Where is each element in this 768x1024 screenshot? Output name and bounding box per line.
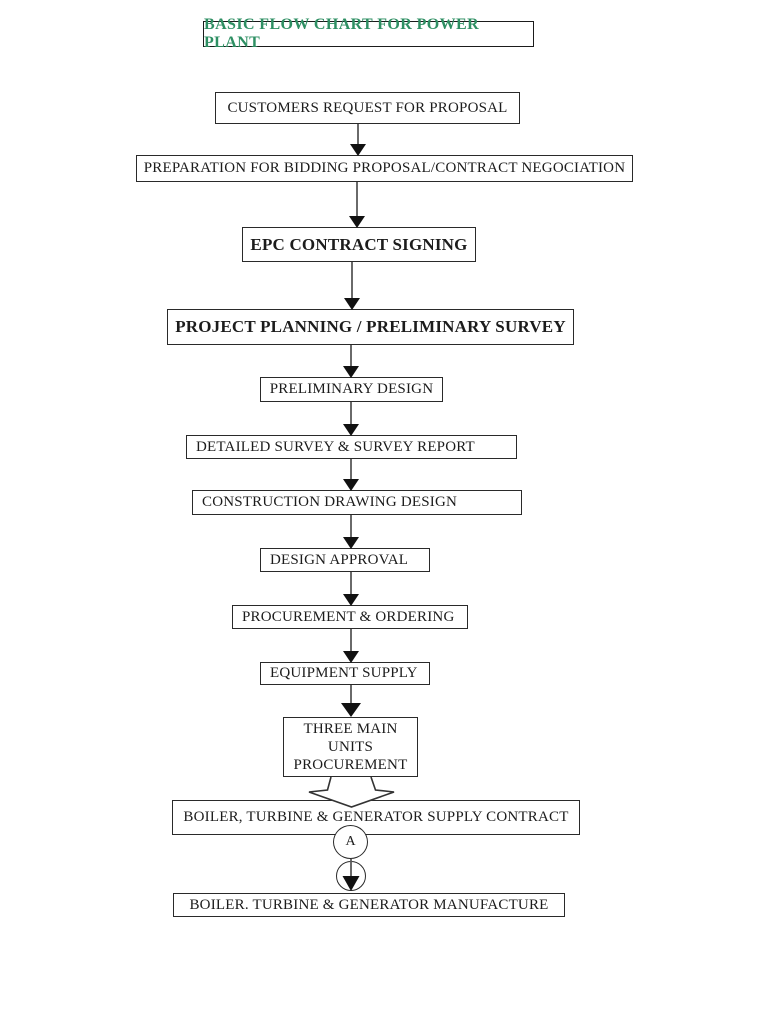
flow-step-design-approval: DESIGN APPROVAL xyxy=(260,548,430,572)
arrow-procurement-to-equipment xyxy=(343,629,359,663)
arrow-construction-to-design-approval xyxy=(343,515,359,549)
three-main-units-line-1: THREE MAIN xyxy=(303,721,398,737)
arrow-design-approval-to-procurement xyxy=(343,572,359,606)
arrow-project-to-preliminary-design xyxy=(343,345,359,378)
flow-step-epc-contract-signing: EPC CONTRACT SIGNING xyxy=(242,227,476,262)
flow-step-preparation-bidding: PREPARATION FOR BIDDING PROPOSAL/CONTRAC… xyxy=(136,155,633,182)
arrow-preparation-to-epc xyxy=(349,182,365,228)
flow-step-three-main-units: THREE MAIN UNITS PROCUREMENT xyxy=(283,717,418,777)
flow-step-construction-drawing: CONSTRUCTION DRAWING DESIGN xyxy=(192,490,522,515)
three-main-units-line-3: PROCUREMENT xyxy=(293,757,408,773)
arrow-customers-to-preparation xyxy=(350,124,366,156)
flow-step-equipment-supply: EQUIPMENT SUPPLY xyxy=(260,662,430,685)
flow-step-detailed-survey: DETAILED SURVEY & SURVEY REPORT xyxy=(186,435,517,459)
arrow-epc-to-project-planning xyxy=(344,262,360,310)
chart-title: BASIC FLOW CHART FOR POWER PLANT xyxy=(203,16,534,51)
flow-step-btg-supply-contract: BOILER, TURBINE & GENERATOR SUPPLY CONTR… xyxy=(172,800,580,835)
connector-circle-b xyxy=(336,861,366,891)
flow-step-procurement-ordering: PROCUREMENT & ORDERING xyxy=(232,605,468,629)
connector-circle-a: A xyxy=(333,825,368,859)
flow-step-customers-request: CUSTOMERS REQUEST FOR PROPOSAL xyxy=(215,92,520,124)
flow-step-btg-manufacture: BOILER. TURBINE & GENERATOR MANUFACTURE xyxy=(173,893,565,917)
arrow-detailed-to-construction xyxy=(343,459,359,491)
three-main-units-line-2: UNITS xyxy=(327,739,374,755)
arrow-equipment-to-three-main xyxy=(341,685,361,717)
flow-step-project-planning: PROJECT PLANNING / PRELIMINARY SURVEY xyxy=(167,309,574,345)
arrow-preliminary-to-detailed-survey xyxy=(343,402,359,436)
flow-step-preliminary-design: PRELIMINARY DESIGN xyxy=(260,377,443,402)
